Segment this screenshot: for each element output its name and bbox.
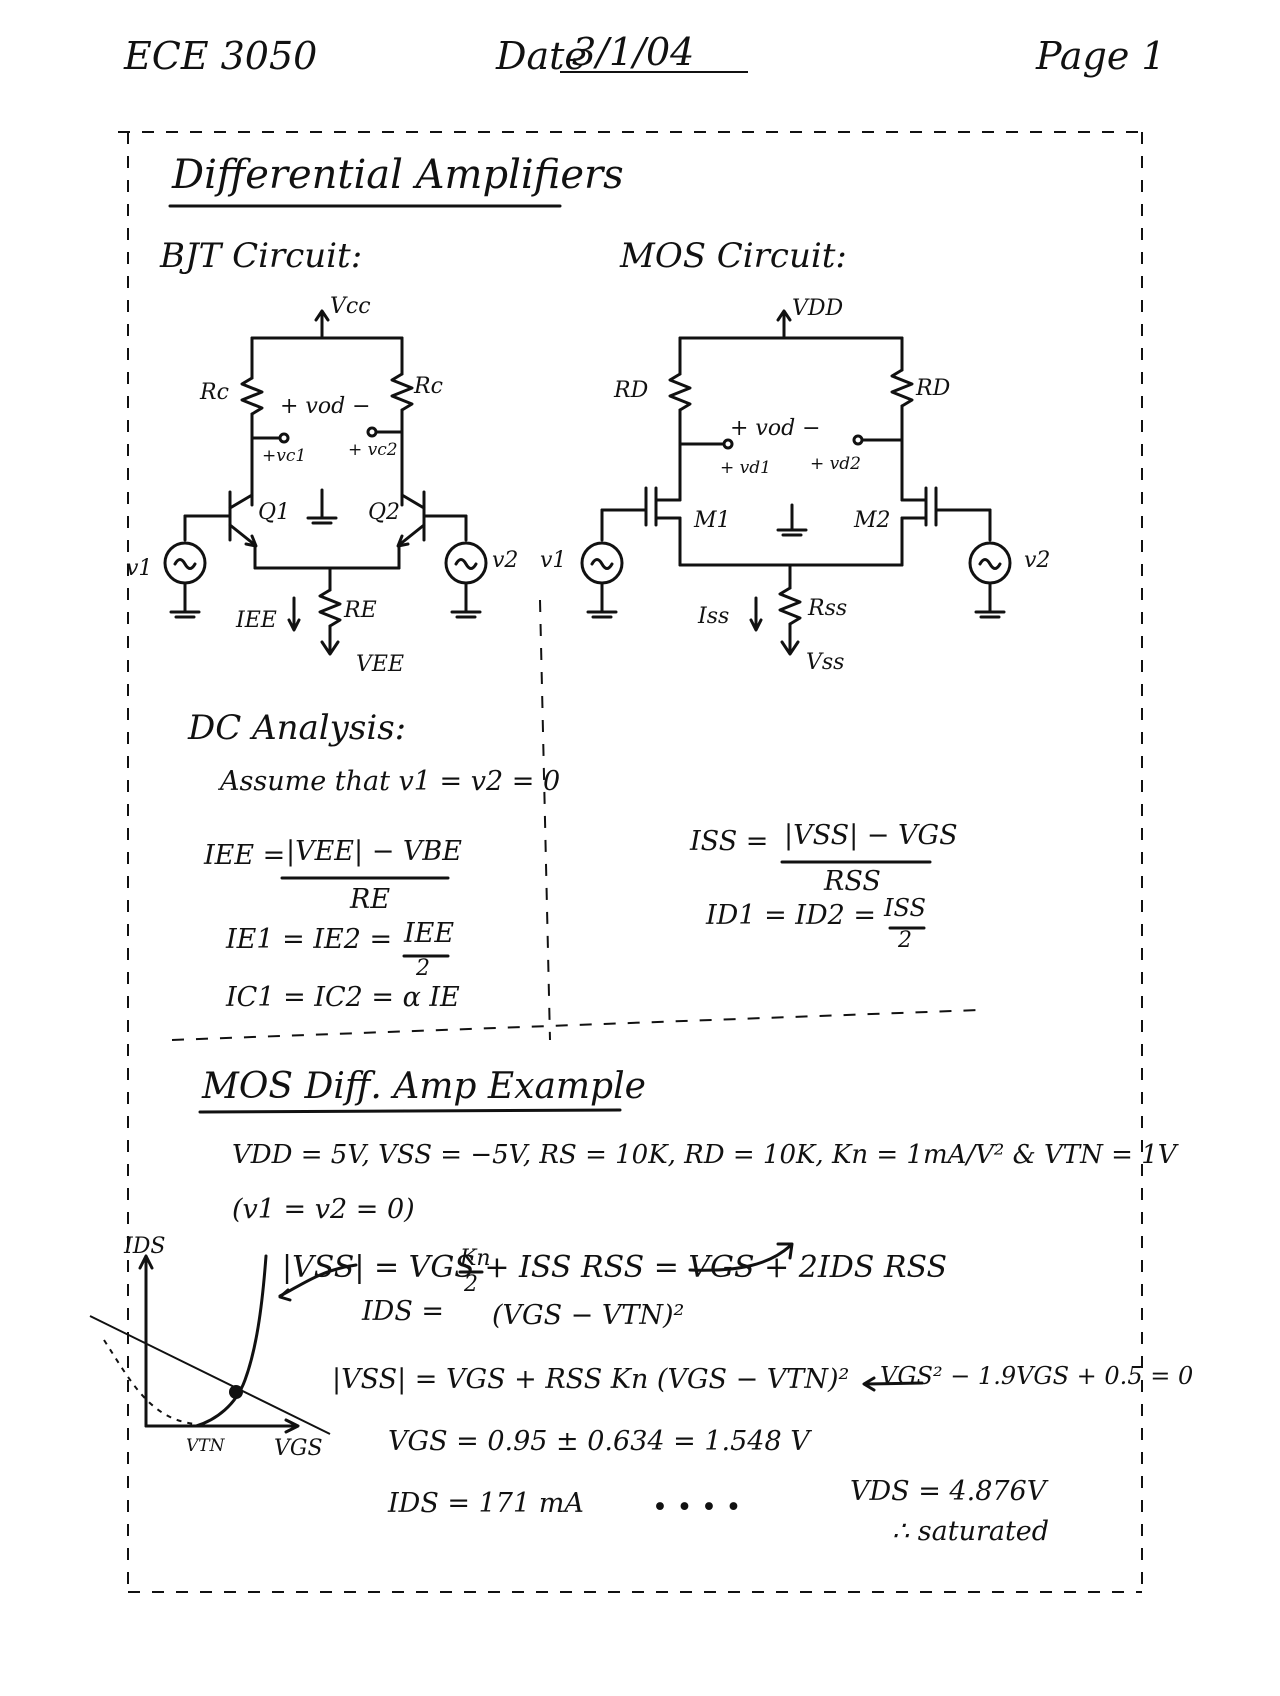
ids-fraction-num: Kn [460,1246,491,1271]
course-code: ECE 3050 [124,34,318,78]
ids-fraction-den: 2 [464,1272,478,1297]
vod-label: + vod − [280,394,371,419]
q2-label: Q2 [368,500,401,525]
section-dividers [171,599,981,1041]
iss-numerator: |VSS| − VGS [784,820,958,851]
bjt-v2-label: v2 [492,548,519,573]
vss-label: Vss [806,650,845,675]
ie-numerator: IEE [404,918,455,949]
iss-equation-lhs: ISS = [690,826,769,857]
vc2-label: + vc2 [348,440,398,460]
iee-equation-lhs: IEE = [204,840,286,871]
rc-right-label: Rc [414,374,443,399]
bjt-circuit-heading: BJT Circuit: [160,236,363,276]
vgs-solution: VGS = 0.95 ± 0.634 = 1.548 V [388,1426,810,1457]
id-equation: ID1 = ID2 = [706,900,876,931]
rewrite-arrow [864,1381,924,1386]
id-numerator: ISS [884,894,926,922]
page-number: Page 1 [1036,34,1166,78]
mos-circuit-heading: MOS Circuit: [620,236,847,276]
mos-vod-label: + vod − [730,416,821,441]
iee-numerator: |VEE| − VBE [286,836,462,867]
bjt-circuit-schematic [163,309,488,656]
iee-label: IEE [236,608,277,633]
dashed-frame [118,131,1143,1593]
vc1-label: +vc1 [262,446,307,466]
bjt-v1-label: v1 [126,556,153,581]
ellipsis-dots: • • • • [652,1492,742,1523]
graph-vtn-label: VTN [186,1436,225,1456]
ie-denominator: 2 [416,956,430,981]
q1-label: Q1 [258,500,291,525]
fraction-bars [280,860,932,1274]
ids-equation-lhs: IDS = [362,1296,445,1327]
rd-right-label: RD [916,376,951,401]
rd-left-label: RD [614,378,649,403]
ie-equation: IE1 = IE2 = [226,924,393,955]
page-title: Differential Amplifiers [172,152,624,198]
substitution-arrow [688,1244,792,1272]
dc-analysis-heading: DC Analysis: [188,708,407,748]
ids-result: IDS = 171 mA [388,1488,584,1519]
mos-v2-label: v2 [1024,548,1051,573]
substituted-equation: |VSS| = VGS + RSS Kn (VGS − VTN)² [332,1364,850,1395]
assumption: Assume that v1 = v2 = 0 [220,766,561,797]
mos-v1-label: v1 [540,548,567,573]
iss-label: Iss [698,604,730,629]
vcc-label: Vcc [330,294,371,319]
example-parameters: VDD = 5V, VSS = −5V, RS = 10K, RD = 10K,… [232,1140,1177,1170]
vd2-label: + vd2 [810,454,861,474]
date-label: Date [496,34,587,78]
saturation-note: ∴ saturated [892,1516,1050,1547]
iss-denominator: RSS [824,866,881,897]
vee-label: VEE [356,652,405,677]
rss-label: Rss [808,596,848,621]
quadratic-equation: VGS² − 1.9VGS + 0.5 = 0 [880,1362,1194,1390]
vd1-label: + vd1 [720,458,771,478]
m1-label: M1 [694,508,731,533]
iee-denominator: RE [350,884,391,915]
vds-result: VDS = 4.876V [850,1476,1047,1507]
example-condition: (v1 = v2 = 0) [232,1194,415,1225]
mos-circuit-schematic [580,309,1012,656]
ids-vgs-graph [89,1254,331,1435]
date-value: 3/1/04 [572,30,695,74]
ic-equation: IC1 = IC2 = α IE [226,982,460,1013]
graph-x-axis-label: VGS [274,1436,323,1461]
rc-left-label: Rc [200,380,229,405]
m2-label: M2 [854,508,891,533]
loop-equation: |VSS| = VGS + ISS RSS = VGS + 2IDS RSS [282,1250,948,1285]
example-underline [198,1108,622,1114]
re-label: RE [344,598,377,623]
example-heading: MOS Diff. Amp Example [202,1066,646,1107]
vdd-label: VDD [792,296,844,321]
id-denominator: 2 [898,928,912,953]
graph-y-axis-label: IDS [124,1234,166,1259]
ids-equation-rhs: (VGS − VTN)² [492,1300,685,1331]
